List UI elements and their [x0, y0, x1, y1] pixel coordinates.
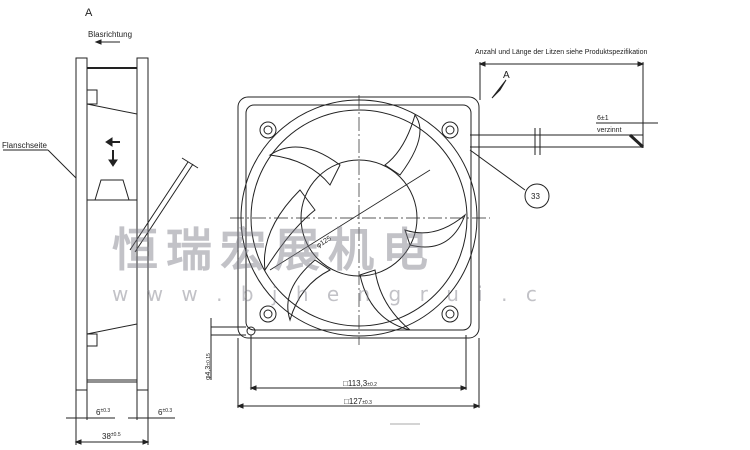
dim-hole-spacing: □113,3±0.2 — [343, 379, 377, 388]
dim-flange-left: 6±0.3 — [96, 408, 110, 417]
dim-depth: 38±0.5 — [102, 432, 121, 441]
blades — [263, 113, 467, 331]
lead-note: Anzahl und Länge der Litzen siehe Produk… — [475, 49, 647, 56]
dim-frame: □127±0.3 — [344, 397, 372, 406]
strip-length: 6±1 — [597, 115, 609, 122]
flange-label: Flanschseite — [2, 141, 47, 150]
airflow-label: Blasrichtung — [88, 30, 132, 39]
view-label-a: A — [85, 7, 93, 19]
side-flange-right — [136, 57, 149, 391]
fan-frame — [237, 96, 480, 339]
watermark-company: 恒瑞宏展机电 — [112, 223, 436, 277]
strip-note: verzinnt — [597, 127, 622, 134]
side-flange-left — [75, 57, 88, 391]
view-arrow-label: A — [503, 70, 510, 81]
callout-number: 33 — [531, 192, 540, 201]
dim-flange-right: 6±0.3 — [158, 408, 172, 417]
front-view — [210, 61, 658, 425]
mounting-holes — [246, 121, 459, 336]
side-view — [3, 39, 199, 445]
dim-hole: φ4,3±0.15 — [205, 353, 212, 380]
callout-circle — [524, 183, 550, 209]
watermark-url: w w w . b j h e n g r u i . c — [112, 282, 543, 306]
